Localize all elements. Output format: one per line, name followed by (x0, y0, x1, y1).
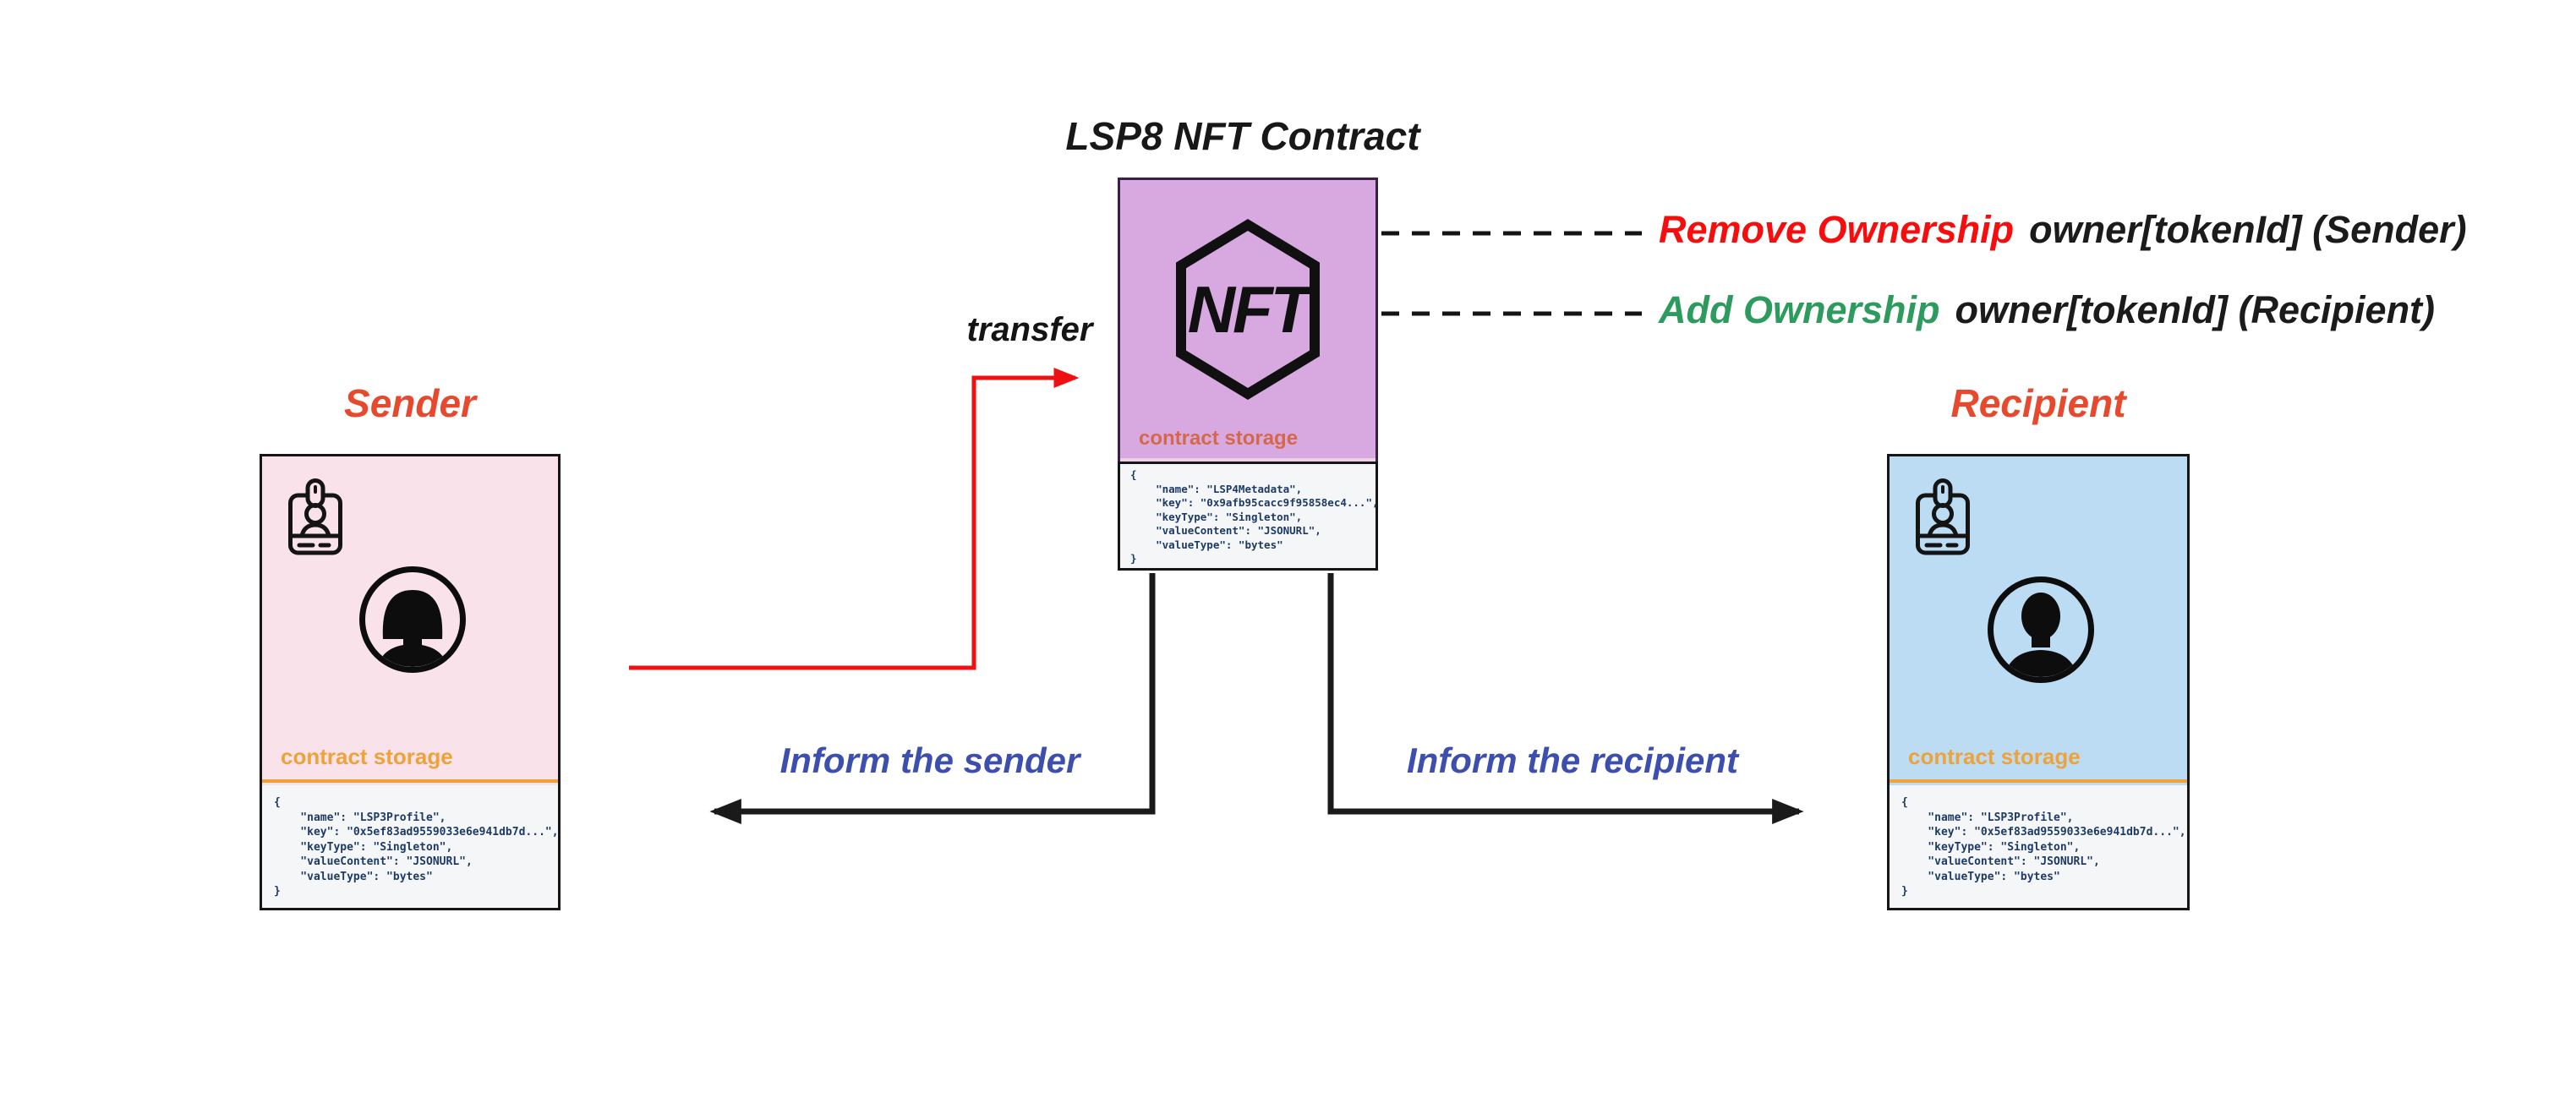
id-badge-icon (288, 478, 342, 555)
add-ownership-action: Add Ownership (1659, 288, 1940, 331)
nft-storage-json-box: { "name": "LSP4Metadata", "key": "0x9afb… (1118, 462, 1379, 571)
add-ownership-annotation: Add Ownership owner[tokenId] (Recipient) (1659, 288, 2435, 332)
nft-logo-text: NFT (1188, 272, 1316, 347)
sender-storage-json-box: { "name": "LSP3Profile", "key": "0x5ef83… (262, 785, 559, 908)
sender-storage-label: contract storage (281, 744, 453, 769)
transfer-label: transfer (966, 311, 1093, 348)
nft-storage-label: contract storage (1139, 427, 1299, 450)
nft-contract-card: NFT contract storage { "name": "LSP4Meta… (1118, 178, 1379, 571)
remove-ownership-annotation: Remove Ownership owner[tokenId] (Sender) (1659, 208, 2467, 252)
nft-storage-divider (1120, 458, 1376, 462)
nft-contract-title: LSP8 NFT Contract (1065, 114, 1420, 158)
recipient-title: Recipient (1950, 381, 2126, 425)
sender-storage-divider (262, 779, 558, 783)
nft-storage-json: { "name": "LSP4Metadata", "key": "0x9afb… (1130, 468, 1379, 565)
transfer-arrow (629, 368, 1080, 670)
recipient-storage-json: { "name": "LSP3Profile", "key": "0x5ef83… (1901, 796, 2186, 898)
inform-sender-label: Inform the sender (779, 740, 1080, 780)
sender-title: Sender (344, 381, 476, 425)
remove-ownership-action: Remove Ownership (1659, 208, 2015, 251)
id-badge-icon (1916, 478, 1970, 555)
male-avatar-icon (1988, 576, 2094, 683)
add-ownership-detail: owner[tokenId] (Recipient) (1955, 288, 2436, 331)
recipient-storage-json-box: { "name": "LSP3Profile", "key": "0x5ef83… (1890, 785, 2187, 908)
nft-logo-icon: NFT (1176, 219, 1320, 400)
sender-storage-json: { "name": "LSP3Profile", "key": "0x5ef83… (274, 796, 559, 898)
female-avatar-icon (359, 566, 466, 673)
inform-recipient-label: Inform the recipient (1406, 740, 1739, 780)
remove-ownership-detail: owner[tokenId] (Sender) (2029, 208, 2467, 251)
sender-card: contract storage { "name": "LSP3Profile"… (260, 454, 561, 910)
recipient-storage-divider (1890, 779, 2187, 783)
recipient-card: contract storage { "name": "LSP3Profile"… (1887, 454, 2190, 910)
recipient-storage-label: contract storage (1908, 744, 2081, 769)
